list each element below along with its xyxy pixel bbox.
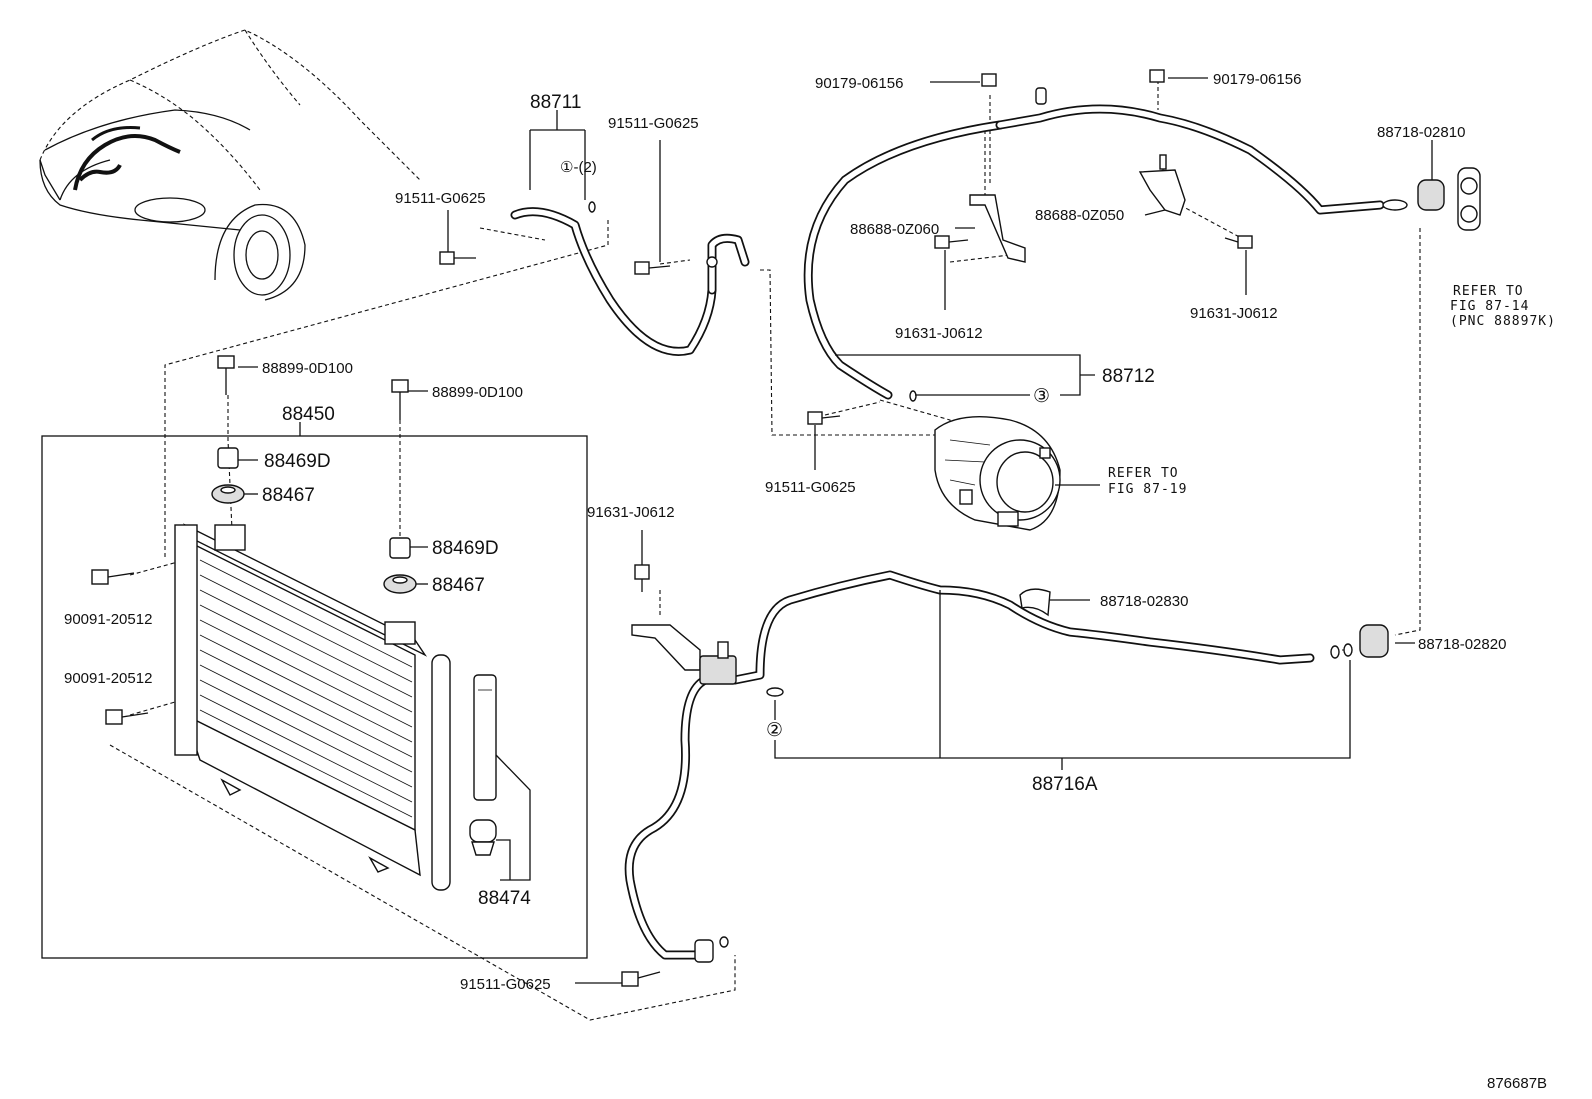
bolt-icon [634, 261, 671, 275]
bolt-icon [91, 569, 135, 585]
label-88450: 88450 [282, 404, 335, 425]
bolt-icon [217, 355, 235, 395]
label-90179-06156-left: 90179-06156 [815, 75, 903, 92]
fitting-icon [1330, 624, 1389, 659]
note-circle-2: ② [766, 720, 783, 741]
cushion-icon [217, 447, 239, 469]
label-88467-a: 88467 [262, 485, 315, 506]
bolt-icon [934, 235, 969, 249]
bolt-icon [391, 379, 409, 420]
label-88718-02820: 88718-02820 [1418, 636, 1506, 653]
condenser-icon [174, 523, 497, 891]
reference-dashed-lines [109, 80, 1421, 1021]
label-88711: 88711 [530, 92, 581, 113]
fittings-and-bolts [91, 69, 1481, 987]
label-88718-02810: 88718-02810 [1377, 124, 1465, 141]
leader-lines [238, 77, 1433, 984]
condenser-assembly-frame [41, 435, 588, 959]
label-88469d-b: 88469D [432, 538, 499, 559]
refer-fig-87-19-line2: FIG 87-19 [1108, 482, 1187, 497]
label-88474: 88474 [478, 888, 531, 909]
label-88467-b: 88467 [432, 575, 485, 596]
diagram-id: 876687B [1487, 1075, 1547, 1092]
label-91511-g0625-left: 91511-G0625 [395, 190, 486, 207]
label-90091-20512-b: 90091-20512 [64, 670, 152, 687]
label-90091-20512-a: 90091-20512 [64, 611, 152, 628]
label-91631-j0612-c: 91631-J0612 [587, 504, 675, 521]
cushion-icon [211, 484, 245, 504]
label-91511-g0625-mid: 91511-G0625 [765, 479, 856, 496]
bolt-icon [1224, 235, 1253, 249]
note-circle-3: ③ [1033, 386, 1050, 407]
bolt-icon [439, 251, 476, 265]
label-91631-j0612-a: 91631-J0612 [895, 325, 983, 342]
refer-fig-87-14-line3: (PNC 88897K) [1450, 314, 1556, 329]
fitting-icon [1382, 167, 1481, 231]
bolt-icon [634, 564, 650, 592]
label-88718-02830: 88718-02830 [1100, 593, 1188, 610]
refer-fig-87-14-line2: FIG 87-14 [1450, 299, 1529, 314]
compressor-icon [934, 415, 1061, 531]
label-88688-0z050: 88688-0Z050 [1035, 207, 1124, 224]
refrigerant-hoses [510, 104, 1385, 960]
bolt-icon [621, 971, 661, 987]
clip-icon [1149, 69, 1165, 83]
label-88688-0z060: 88688-0Z060 [850, 221, 939, 238]
label-90179-06156-right: 90179-06156 [1213, 71, 1301, 88]
bolt-icon [105, 709, 149, 725]
part-number-labels: 88711 91511-G0625 91511-G0625 ①-(2) 9017… [64, 71, 1556, 1092]
label-91511-g0625-top: 91511-G0625 [608, 115, 699, 132]
vehicle-location-sketch [39, 29, 421, 301]
clip-icon [981, 73, 997, 87]
cushion-icon [383, 574, 417, 594]
label-88716a: 88716A [1032, 774, 1098, 795]
label-88899-0d100-a: 88899-0D100 [262, 360, 353, 377]
label-88899-0d100-b: 88899-0D100 [432, 384, 523, 401]
bolt-icon [807, 411, 841, 425]
cushion-icon [389, 537, 411, 559]
note-circle-1-2: ①-(2) [560, 159, 597, 176]
refer-fig-87-14-line1: REFER TO [1453, 284, 1524, 299]
label-91631-j0612-b: 91631-J0612 [1190, 305, 1278, 322]
refer-fig-87-19-line1: REFER TO [1108, 466, 1179, 481]
label-88469d-a: 88469D [264, 451, 331, 472]
label-91511-g0625-bottom: 91511-G0625 [460, 976, 551, 993]
label-88712: 88712 [1102, 366, 1155, 387]
